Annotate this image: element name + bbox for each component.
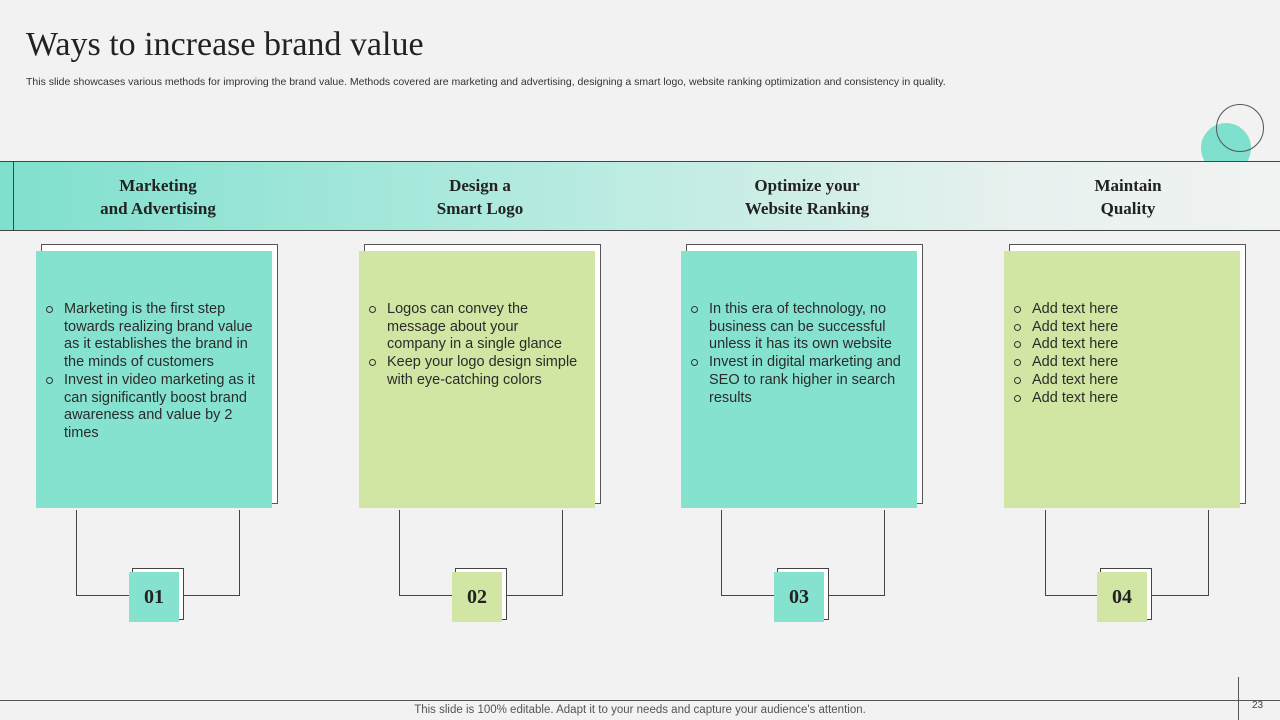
bullet-circle-icon <box>369 306 376 313</box>
list-item: Invest in video marketing as it can sign… <box>46 372 258 443</box>
list-item: Add text here <box>1014 336 1226 354</box>
list-item: Marketing is the first step towards real… <box>46 301 258 372</box>
page-number: 23 <box>1252 700 1264 711</box>
list-item: Invest in digital marketing and SEO to r… <box>691 354 903 407</box>
header-banner <box>0 161 1280 231</box>
bullet-circle-icon <box>691 359 698 367</box>
list-item: Logos can convey the message about your … <box>369 301 581 354</box>
column-heading-2: Design a Smart Logo <box>436 176 524 218</box>
bullet-circle-icon <box>46 306 53 313</box>
number-badge-4: 04 <box>1097 572 1147 622</box>
decorative-circle-outline <box>1216 104 1264 152</box>
bullet-circle-icon <box>46 376 53 384</box>
card-logo: Logos can convey the message about your … <box>359 251 595 508</box>
list-item: Add text here <box>1014 390 1226 408</box>
number-badge-3: 03 <box>774 572 824 622</box>
list-item: Add text here <box>1014 372 1226 390</box>
column-heading-1: Marketing and Advertising <box>100 176 216 218</box>
slide-title: Ways to increase brand value <box>26 26 424 63</box>
bullet-circle-icon <box>691 306 698 313</box>
list-item: Add text here <box>1014 301 1226 319</box>
card-quality: Add text here Add text here Add text her… <box>1004 251 1240 508</box>
bullet-circle-icon <box>1014 341 1021 349</box>
list-item: In this era of technology, no business c… <box>691 301 903 354</box>
number-badge-1: 01 <box>129 572 179 622</box>
list-item: Add text here <box>1014 319 1226 337</box>
slide-subtitle: This slide showcases various methods for… <box>26 76 946 88</box>
bullet-circle-icon <box>369 359 376 367</box>
list-item: Keep your logo design simple with eye-ca… <box>369 354 581 389</box>
number-badge-2: 02 <box>452 572 502 622</box>
card-website-ranking: In this era of technology, no business c… <box>681 251 917 508</box>
bullet-circle-icon <box>1014 306 1021 313</box>
card-marketing: Marketing is the first step towards real… <box>36 251 272 508</box>
footer-divider <box>0 700 1280 701</box>
bullet-circle-icon <box>1014 359 1021 367</box>
bullet-circle-icon <box>1014 394 1021 402</box>
list-item: Add text here <box>1014 354 1226 372</box>
bullet-circle-icon <box>1014 323 1021 331</box>
footer-text: This slide is 100% editable. Adapt it to… <box>414 704 866 716</box>
footer-page-divider <box>1238 677 1239 720</box>
column-heading-4: Maintain Quality <box>1094 176 1162 218</box>
bullet-circle-icon <box>1014 376 1021 384</box>
banner-edge-tab <box>0 161 14 231</box>
column-heading-3: Optimize your Website Ranking <box>744 176 870 218</box>
